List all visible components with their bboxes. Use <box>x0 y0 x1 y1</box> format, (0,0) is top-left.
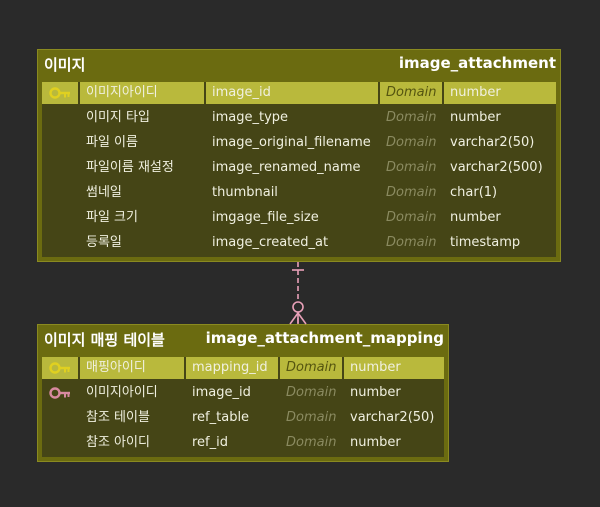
attribute-logical: 참조 아이디 <box>86 435 150 450</box>
entity-header: 이미지 매핑 테이블 image_attachment_mapping <box>38 325 448 351</box>
attribute-row[interactable]: 파일 크기 imgage_file_size Domain number <box>42 207 556 231</box>
attribute-row[interactable]: 썸네일 thumbnail Domain char(1) <box>42 182 556 206</box>
entity-logical-name: 이미지 매핑 테이블 <box>44 331 165 349</box>
attribute-row[interactable]: 이미지아이디 image_id Domain number <box>42 382 444 406</box>
attribute-type: number <box>350 385 401 400</box>
attribute-row[interactable]: 등록일 image_created_at Domain timestamp <box>42 232 556 256</box>
attribute-physical: image_type <box>212 110 289 125</box>
attribute-logical: 이미지아이디 <box>86 385 158 400</box>
entity-physical-name: image_attachment <box>398 54 556 72</box>
attribute-domain: Domain <box>286 385 337 400</box>
attribute-type: number <box>450 110 501 125</box>
zero-cardinality-circle <box>292 301 304 313</box>
attribute-domain: Domain <box>280 357 342 379</box>
attribute-domain: Domain <box>380 82 442 104</box>
attribute-physical: image_renamed_name <box>212 160 361 175</box>
attribute-physical: ref_id <box>192 435 228 450</box>
attribute-domain: Domain <box>386 235 437 250</box>
primary-key-icon <box>42 357 78 379</box>
attribute-row[interactable]: 이미지 타입 image_type Domain number <box>42 107 556 131</box>
attribute-domain: Domain <box>386 135 437 150</box>
attribute-physical: ref_table <box>192 410 250 425</box>
attribute-logical: 파일 이름 <box>86 135 138 150</box>
crows-foot-right <box>297 312 307 325</box>
attribute-physical: image_id <box>192 385 251 400</box>
attribute-physical: image_id <box>206 82 378 104</box>
attribute-type: char(1) <box>450 185 498 200</box>
attribute-logical: 이미지 타입 <box>86 110 150 125</box>
foreign-key-icon <box>42 382 78 404</box>
attribute-logical: 이미지아이디 <box>80 82 204 104</box>
crows-foot-left <box>289 312 299 325</box>
attribute-logical: 등록일 <box>86 235 122 250</box>
attribute-domain: Domain <box>386 210 437 225</box>
attribute-domain: Domain <box>386 185 437 200</box>
attribute-logical: 매핑아이디 <box>80 357 184 379</box>
attribute-type: number <box>350 435 401 450</box>
attribute-row[interactable]: 파일 이름 image_original_filename Domain varcha… <box>42 132 556 156</box>
attribute-type: number <box>450 210 501 225</box>
attribute-domain: Domain <box>286 435 337 450</box>
entity-logical-name: 이미지 <box>44 56 86 74</box>
attribute-type: timestamp <box>450 235 521 250</box>
attribute-logical: 참조 테이블 <box>86 410 150 425</box>
attribute-physical: imgage_file_size <box>212 210 319 225</box>
attribute-physical: image_created_at <box>212 235 329 250</box>
attribute-row[interactable]: 참조 테이블 ref_table Domain varchar2(50) <box>42 407 444 431</box>
entity-header: 이미지 image_attachment <box>38 50 560 76</box>
attribute-physical: image_original_filename <box>212 135 371 150</box>
attribute-type: number <box>444 82 556 104</box>
attribute-domain: Domain <box>386 110 437 125</box>
entity-image-attachment-mapping[interactable]: 이미지 매핑 테이블 image_attachment_mapping 매핑아이… <box>37 324 449 462</box>
attribute-domain: Domain <box>286 410 337 425</box>
attribute-physical: mapping_id <box>186 357 278 379</box>
attribute-row[interactable]: 파일이름 재설정 image_renamed_name Domain varchar2… <box>42 157 556 181</box>
attribute-logical: 썸네일 <box>86 185 122 200</box>
attribute-logical: 파일 크기 <box>86 210 138 225</box>
attribute-physical: thumbnail <box>212 185 278 200</box>
attribute-logical: 파일이름 재설정 <box>86 160 174 175</box>
attribute-type: number <box>344 357 444 379</box>
attribute-type: varchar2(50) <box>350 410 435 425</box>
entity-physical-name: image_attachment_mapping <box>205 329 444 347</box>
attribute-type: varchar2(500) <box>450 160 543 175</box>
attribute-type: varchar2(50) <box>450 135 535 150</box>
attribute-domain: Domain <box>386 160 437 175</box>
attribute-row[interactable]: 참조 아이디 ref_id Domain number <box>42 432 444 456</box>
primary-key-icon <box>42 82 78 104</box>
